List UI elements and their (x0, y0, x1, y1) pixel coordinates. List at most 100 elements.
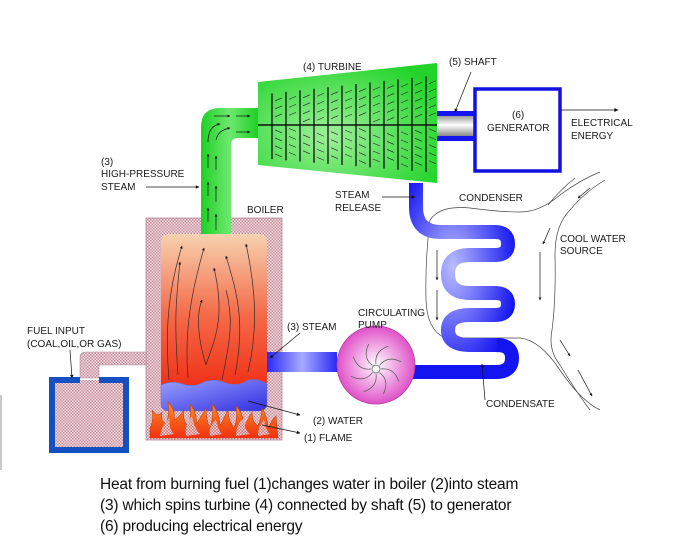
caption-line-1: Heat from burning fuel (1)changes water … (100, 476, 519, 493)
turbine-vane (330, 99, 339, 103)
turbine-vane (316, 140, 325, 145)
condenser-coil (350, 183, 520, 379)
turbine-vane (428, 104, 437, 109)
turbine-vane (386, 93, 395, 97)
diagram-labels: (4) TURBINE (5) SHAFT (6) GENERATOR ELEC… (27, 57, 633, 444)
label-generator-number: (6) (512, 110, 524, 121)
impeller-vane (375, 345, 389, 365)
turbine-vane (316, 132, 325, 137)
turbine-vane (302, 142, 311, 147)
turbine-vane (386, 85, 395, 89)
caption: Heat from burning fuel (1)changes water … (100, 474, 660, 537)
turbine-vane (400, 91, 409, 96)
turbine-vane (386, 117, 395, 121)
turbine-vane (288, 144, 297, 148)
heat-flow-arrows (167, 243, 255, 381)
high-pressure-steam-pipe (201, 108, 258, 234)
turbine-vane (414, 162, 423, 166)
fuel-tank (49, 351, 147, 453)
turbine-vane (274, 105, 283, 110)
turbine-vane (288, 96, 297, 100)
label-condensate: CONDENSATE (486, 399, 555, 410)
turbine-vane (302, 150, 311, 155)
turbine-vane (428, 128, 437, 133)
turbine-vane (358, 136, 367, 140)
label-water: (2) WATER (313, 416, 363, 427)
pump-impeller-icon (350, 343, 402, 395)
turbine-vane (274, 97, 283, 102)
turbine-vane (400, 99, 409, 104)
turbine-vane (274, 137, 283, 142)
turbine-vane (414, 114, 423, 118)
turbine-vane (358, 128, 367, 132)
shaft (437, 111, 475, 141)
turbine-vane (316, 92, 325, 97)
label-boiler: BOILER (247, 205, 284, 216)
cool-water-arrows (435, 187, 593, 397)
turbine-vane (372, 158, 381, 163)
boiler-chamber (161, 234, 267, 396)
turbine-vane (358, 112, 367, 116)
label-fuel-input-2: (COAL,OIL,OR GAS) (27, 339, 121, 350)
turbine-vane (344, 129, 353, 134)
turbine-vane (372, 142, 381, 147)
circulating-pump (336, 325, 416, 405)
label-pump-2: PUMP (358, 320, 387, 331)
turbine-vane (414, 90, 423, 94)
turbine-vane (288, 128, 297, 132)
turbine-vane (288, 112, 297, 116)
turbine-vane (358, 88, 367, 92)
turbine-vane (372, 110, 381, 115)
generator (473, 87, 562, 173)
turbine-vane (302, 110, 311, 115)
turbine-vane (344, 89, 353, 94)
turbine-vane (330, 147, 339, 151)
turbine-vane (386, 101, 395, 105)
turbine-vane (400, 115, 409, 120)
turbine-vane (428, 152, 437, 157)
turbine-vane (372, 94, 381, 99)
turbine-vane (400, 131, 409, 136)
label-pump-1: CIRCULATING (358, 308, 425, 319)
turbine-vane (330, 155, 339, 159)
turbine-vane (414, 130, 423, 134)
label-flame: (1) FLAME (304, 433, 353, 444)
turbine-vane (428, 160, 437, 165)
turbine-vane (400, 83, 409, 88)
label-steam-release-2: RELEASE (335, 203, 381, 214)
turbine-vane (414, 98, 423, 102)
label-shaft: (5) SHAFT (449, 57, 497, 68)
turbine-vane (302, 102, 311, 107)
turbine-vane (358, 96, 367, 100)
label-fuel-input-1: FUEL INPUT (27, 326, 85, 337)
turbine-vane (386, 141, 395, 145)
turbine-vane (372, 134, 381, 139)
turbine-vane (372, 118, 381, 123)
turbine-vane (372, 150, 381, 155)
turbine-vane (428, 112, 437, 117)
label-generator: GENERATOR (487, 123, 549, 134)
turbine-vane (358, 152, 367, 156)
turbine-vane (400, 139, 409, 144)
turbine-vane (316, 100, 325, 105)
impeller-vane (352, 356, 372, 370)
turbine-vane (288, 104, 297, 108)
turbine-vane (372, 102, 381, 107)
turbine-vane (428, 96, 437, 101)
turbine-vane (316, 116, 325, 121)
label-turbine: (4) TURBINE (303, 62, 362, 73)
turbine-vane (414, 82, 423, 86)
turbine-vane (316, 108, 325, 113)
turbine-vane (386, 109, 395, 113)
turbine-vane (302, 134, 311, 139)
turbine-vane (414, 106, 423, 110)
turbine-vane (358, 144, 367, 148)
label-hp-steam-2: HIGH-PRESSURE (101, 169, 185, 180)
turbine-vane (330, 131, 339, 135)
impeller-vane (380, 368, 400, 382)
caption-line-3: (6) producing electrical energy (100, 518, 303, 535)
steam-outlet-pipe (267, 352, 337, 372)
turbine-vane (302, 94, 311, 99)
label-electrical-energy-2: ENERGY (571, 131, 614, 142)
